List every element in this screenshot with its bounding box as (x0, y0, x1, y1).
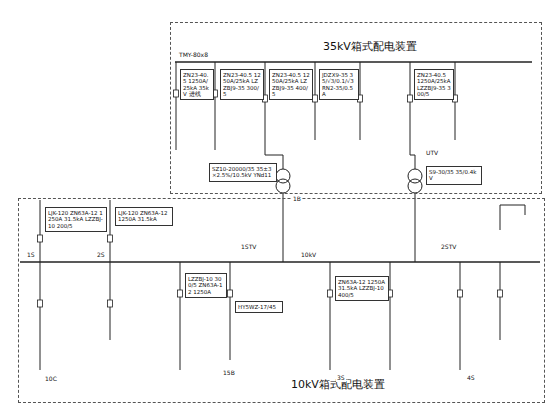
spec-text: ZN23-40.5 1250A/25kA LZZBJ9-35 300/5 (417, 72, 451, 97)
breaker-symbol (498, 290, 503, 297)
designation-label: 2S (96, 252, 106, 259)
breaker-symbol (108, 300, 113, 307)
equipment-spec-box: JDZX9-35 35/√3/0.1/√3 RN2-35/0.5A (319, 69, 359, 100)
spec-text: ZN23-40.5 1250A/25kA LZZBJ9-35 400/5 (272, 72, 310, 97)
designation-label: 15B (222, 370, 236, 377)
breaker-symbol (178, 290, 183, 297)
breaker-symbol (38, 300, 43, 307)
region-title: 35kV箱式配电装置 (321, 39, 419, 54)
spec-text: HY5WZ-17/45 (238, 304, 280, 310)
enclosure-region: 10kV箱式配电装置LJK-120 ZN63A-12 1250A 31.5kA … (18, 198, 545, 403)
breaker-symbol (328, 290, 333, 297)
breaker-symbol (458, 290, 463, 297)
spec-text: LJK-120 ZN63A-12 1250A 31.5kA (118, 210, 170, 223)
spec-text: ZN23-40.5 1250A/25kA LZZBJ9-35 300/5 (223, 72, 261, 97)
equipment-spec-box: ZN23-40.5 1250A/25kA 35kV 进线 (180, 69, 214, 100)
equipment-spec-box: HY5WZ-17/45 (235, 301, 283, 313)
equipment-spec-box: LZZBJ-10 300/5 ZN63A-12 1250A (185, 273, 227, 298)
breaker-symbol (38, 235, 43, 242)
breaker-symbol (108, 235, 113, 242)
designation-label: 1STV (240, 244, 257, 251)
spec-text: LZZBJ-10 300/5 ZN63A-12 1250A (188, 276, 224, 295)
spec-text: S9-30/35 35/0.4kV (429, 169, 479, 182)
breaker-symbol (228, 290, 233, 297)
spec-text: ZN23-40.5 1250A/25kA 35kV 进线 (183, 72, 211, 97)
designation-label: 1S (26, 252, 36, 259)
breaker-symbol (313, 95, 318, 102)
equipment-spec-box: LJK-120 ZN63A-12 1250A 31.5kA (115, 207, 173, 226)
spec-text: ZN63A-12 1250A 31.5kA LZZBJ-10 400/5 (338, 279, 386, 298)
spec-text: SZ10-20000/35 35±3×2.5%/10.5kV YNd11 (212, 166, 274, 179)
enclosure-region: 35kV箱式配电装置 ZN23-40.5 1250A/25kA 35kV 进线 ZN… (170, 22, 542, 194)
spec-text: JDZX9-35 35/√3/0.1/√3 RN2-35/0.5A (322, 72, 356, 97)
designation-label: UTV (425, 150, 439, 157)
equipment-spec-box: ZN23-40.5 1250A/25kA LZZBJ9-35 300/5 (414, 69, 454, 100)
designation-label: 10kV (300, 252, 317, 259)
equipment-spec-box: ZN23-40.5 1250A/25kA LZZBJ9-35 400/5 (269, 69, 313, 100)
equipment-spec-box: LJK-120 ZN63A-12 1250A 31.5kA LZZBJ-10 2… (45, 207, 107, 232)
spec-text: LJK-120 ZN63A-12 1250A 31.5kA LZZBJ-10 2… (48, 210, 104, 229)
equipment-spec-box: ZN63A-12 1250A 31.5kA LZZBJ-10 400/5 (335, 276, 389, 301)
designation-label: 10C (44, 376, 58, 383)
designation-label: 1B (292, 196, 302, 203)
designation-label: 3S (336, 375, 346, 382)
equipment-spec-box: S9-30/35 35/0.4kV (426, 166, 482, 185)
equipment-spec-box: SZ10-20000/35 35±3×2.5%/10.5kV YNd11 (209, 163, 277, 182)
breaker-symbol (408, 95, 413, 102)
breaker-symbol (174, 90, 179, 97)
designation-label: TMY-80x8 (178, 52, 209, 59)
equipment-spec-box: ZN23-40.5 1250A/25kA LZZBJ9-35 300/5 (220, 69, 264, 100)
designation-label: 2STV (440, 244, 457, 251)
designation-label: 4S (466, 375, 476, 382)
